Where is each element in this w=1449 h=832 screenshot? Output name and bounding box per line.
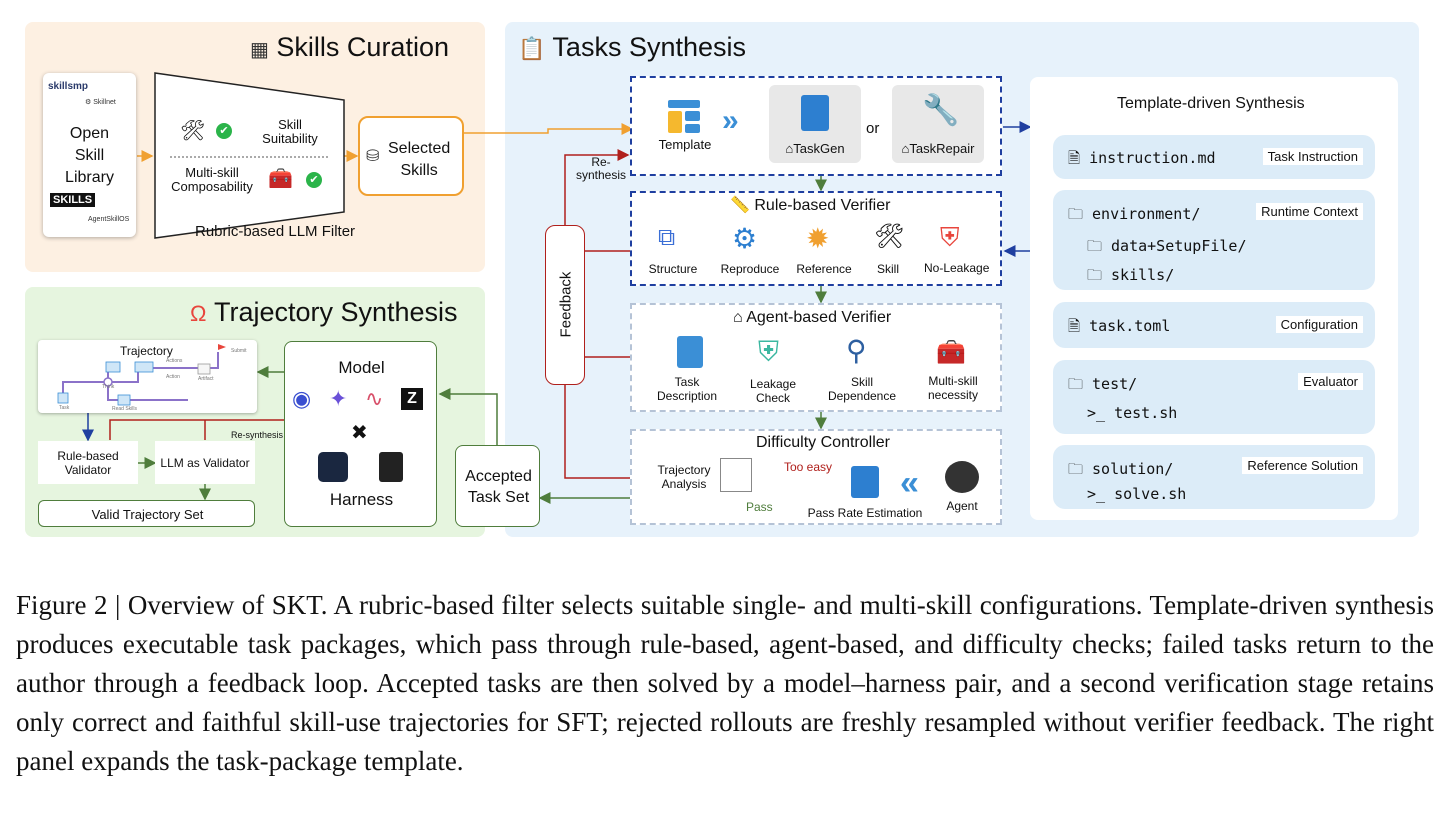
skill-tools-icon: 🛠 xyxy=(874,223,905,250)
deepseek-logo-icon: ◉ xyxy=(292,386,312,411)
or-label: or xyxy=(866,120,880,137)
zhipu-logo-icon: Z xyxy=(401,388,423,410)
reproduce-label: Reproduce xyxy=(720,262,780,276)
open-skill-library: skillsmp ⚙ Skillnet Open Skill Library S… xyxy=(43,73,136,237)
leakage-shield-icon: ⛨ xyxy=(758,336,780,367)
shield-icon: ⛨ xyxy=(940,222,960,252)
skill-dependence-icon: ⚲ xyxy=(846,335,867,366)
agent-robot-icon xyxy=(945,461,979,493)
structure-label: Structure xyxy=(648,262,698,276)
analysis-chart-icon xyxy=(720,458,752,492)
agent-verifier-title: ⌂ Agent-based Verifier xyxy=(733,309,892,326)
qwen-logo-icon: ✦ xyxy=(329,386,348,411)
pass-rate-icon xyxy=(851,466,879,498)
check-icon: ✔ xyxy=(216,123,232,139)
valid-trajectory-set: Valid Trajectory Set xyxy=(38,500,255,527)
resynthesis-small-label: Re-synthesis xyxy=(231,430,284,440)
trajectory-flow-graphic xyxy=(57,344,226,406)
connectors xyxy=(82,72,1032,504)
figure-caption: Figure 2 | Overview of SKT. A rubric-bas… xyxy=(16,590,1434,776)
agent-based-verifier xyxy=(630,303,1002,412)
tasks-synthesis-title: 📋 Tasks Synthesis xyxy=(518,32,746,62)
skills-curation-title: ▦ Skills Curation xyxy=(250,32,449,62)
difficulty-controller xyxy=(630,429,1002,525)
clipboard-icon: 📋 xyxy=(518,36,546,61)
repair-tools-icon: 🔧 xyxy=(922,94,960,127)
skillnet-logo: ⚙ Skillnet xyxy=(85,99,116,106)
rule-based-verifier xyxy=(630,191,1002,286)
llm-validator: LLM as Validator xyxy=(155,441,255,484)
agentskillos-logo: AgentSkillOS xyxy=(88,216,130,223)
skills-curation-icon: ▦ xyxy=(250,39,269,61)
ruler-icon: 📏 xyxy=(730,197,750,214)
taskrepair-tile: 🔧 ⌂TaskRepair xyxy=(892,85,984,163)
agent-label: Agent xyxy=(946,499,978,513)
solution-row: 🗀 solution/ Reference Solution >_ solve.… xyxy=(1053,445,1375,509)
template-panel-title: Template-driven Synthesis xyxy=(1117,95,1305,112)
skillsmp-logo: skillsmp xyxy=(48,81,89,92)
check-icon: ✔ xyxy=(306,172,322,188)
rule-verifier-title: 📏 Rule-based Verifier xyxy=(730,197,891,214)
taskgen-tile: ⌂TaskGen xyxy=(769,85,861,163)
double-chevron-left-icon: « xyxy=(900,464,919,502)
no-leakage-label: No-Leakage xyxy=(924,261,990,275)
difficulty-title: Difficulty Controller xyxy=(756,434,890,451)
task-description-icon xyxy=(677,336,703,368)
test-row: 🗀 test/ Evaluator >_ test.sh xyxy=(1053,360,1375,434)
trajectory-card: Trajectory Task Think Action Read Skills… xyxy=(38,340,257,413)
task-toml-row: 🗎 task.toml Configuration xyxy=(1053,302,1375,348)
harness-logo-1-icon xyxy=(318,452,348,482)
reference-badge-icon: ✹ xyxy=(806,223,830,254)
reproduce-icon: ⚙ xyxy=(732,223,758,254)
path-icon: Ω xyxy=(190,301,207,326)
template-icon xyxy=(668,100,700,134)
feedback-box: Feedback xyxy=(545,225,585,385)
database-icon: ⛁ xyxy=(366,148,380,165)
tools-icon: 🛠 xyxy=(180,120,206,142)
double-chevron-right-icon: » xyxy=(722,104,739,137)
clipboard-edit-icon xyxy=(801,95,829,131)
structure-icon: ⧉ xyxy=(658,224,676,251)
resynthesis-label: Re-synthesis xyxy=(576,155,627,182)
library-label: Open Skill Library xyxy=(65,125,114,186)
llm-filter-funnel xyxy=(154,72,345,239)
too-easy-label: Too easy xyxy=(784,460,833,474)
trajectory-synthesis-title: Ω Trajectory Synthesis xyxy=(190,297,458,327)
template-label: Template xyxy=(658,137,712,152)
pass-rate-label: Pass Rate Estimation xyxy=(807,506,923,520)
harness-logo-2-icon xyxy=(379,452,403,482)
environment-row: 🗀 environment/ Runtime Context 🗀 data+Se… xyxy=(1053,190,1375,290)
toolbox-icon: 🧰 xyxy=(268,168,293,190)
times-icon: ✖ xyxy=(351,422,368,444)
model-harness-box: Model ◉ ✦ ∿ Z ✖ Harness xyxy=(284,341,437,527)
pass-label: Pass xyxy=(746,500,773,514)
filter-label: Rubric-based LLM Filter xyxy=(195,223,356,240)
instruction-row: 🗎 instruction.md Task Instruction xyxy=(1053,135,1375,179)
reference-label: Reference xyxy=(796,262,852,276)
multi-skill-toolbox-icon: 🧰 xyxy=(936,339,966,366)
skills-logo: SKILLS xyxy=(50,193,96,207)
skill-label: Skill xyxy=(876,262,899,276)
robot-icon: ⌂ xyxy=(733,309,743,326)
minimax-logo-icon: ∿ xyxy=(365,386,384,411)
